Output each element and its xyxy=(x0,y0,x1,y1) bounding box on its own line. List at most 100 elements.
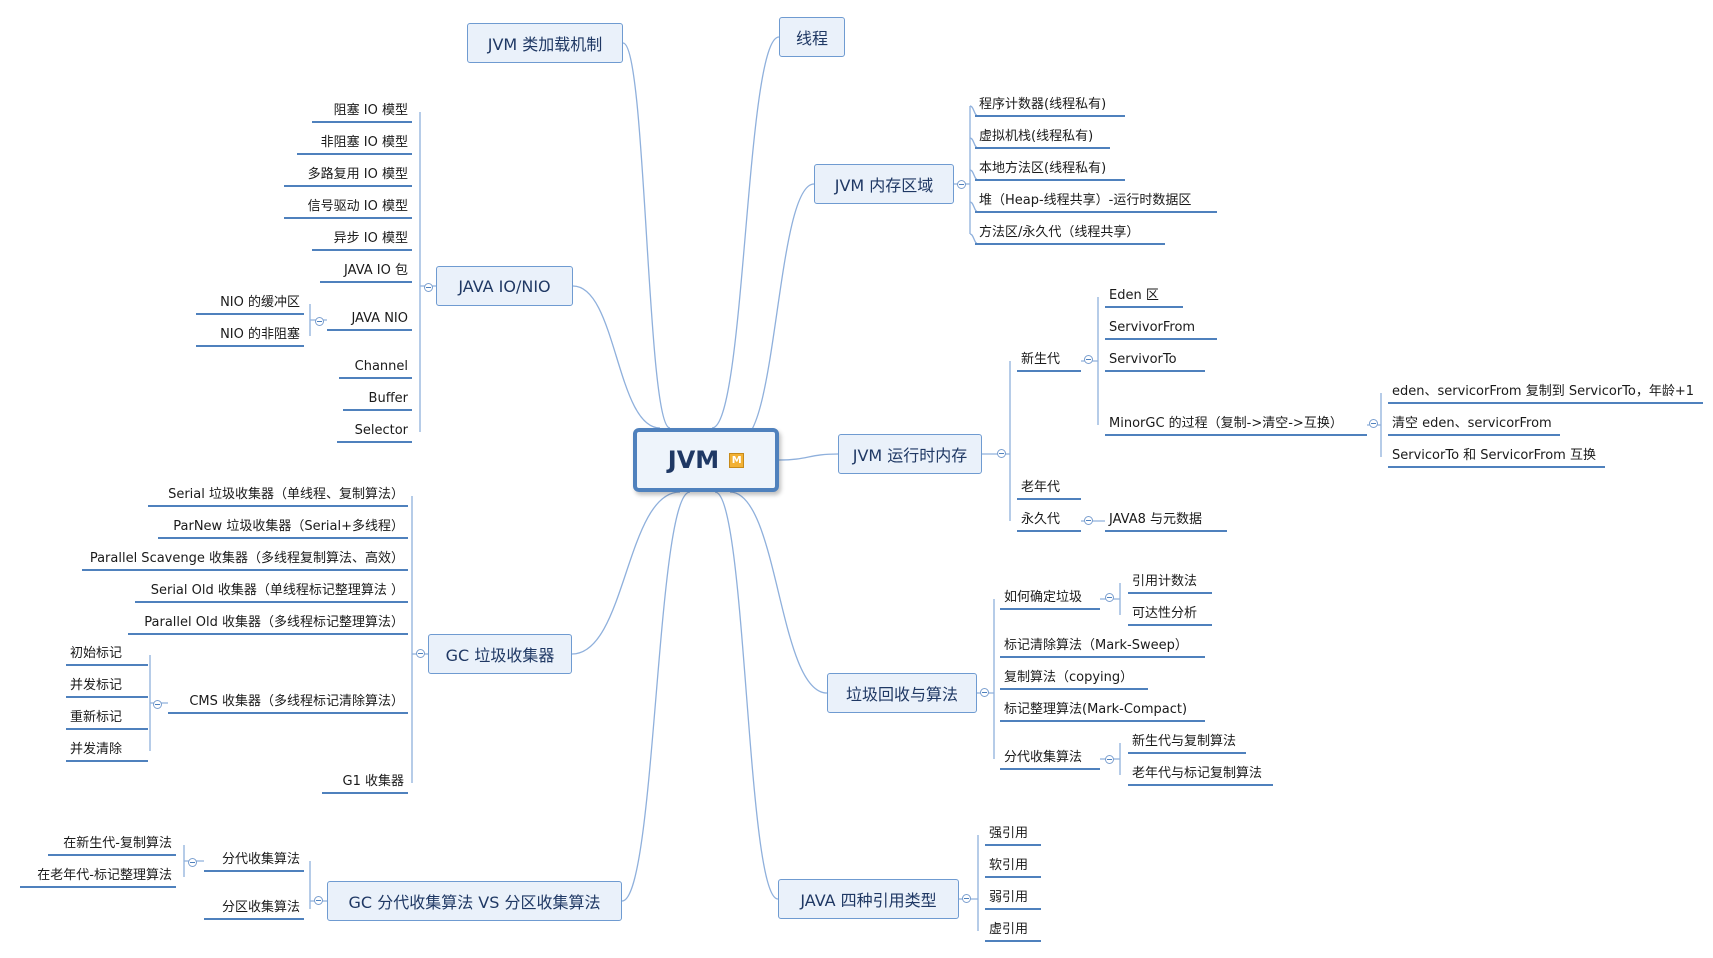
collapse-toggle-icon[interactable] xyxy=(314,896,323,905)
collapse-toggle-icon[interactable] xyxy=(1084,355,1093,364)
collapse-toggle-icon[interactable] xyxy=(1084,516,1093,525)
runtime-young-leaf[interactable]: Eden 区 xyxy=(1105,286,1183,308)
collapse-toggle-icon[interactable] xyxy=(416,649,425,658)
reference-leaf[interactable]: 虚引用 xyxy=(985,920,1041,942)
reference-leaf[interactable]: 强引用 xyxy=(985,824,1041,846)
io-leaf[interactable]: 非阻塞 IO 模型 xyxy=(297,133,412,155)
leaf-label: 堆（Heap-线程共享）-运行时数据区 xyxy=(979,193,1192,208)
io-leaf[interactable]: 阻塞 IO 模型 xyxy=(312,101,412,123)
collapse-toggle-icon[interactable] xyxy=(153,700,162,709)
topic-label: GC 垃圾收集器 xyxy=(445,646,555,665)
collector-cms[interactable]: CMS 收集器（多线程标记清除算法） xyxy=(168,692,408,714)
collapse-toggle-icon[interactable] xyxy=(1105,755,1114,764)
topic-io[interactable]: JAVA IO/NIO xyxy=(436,266,573,306)
algo-leaf[interactable]: 复制算法（copying） xyxy=(1000,668,1148,690)
io-leaf[interactable]: Selector xyxy=(337,421,412,443)
leaf-label: Buffer xyxy=(368,391,408,406)
collapse-toggle-icon[interactable] xyxy=(424,283,433,292)
algo-leaf[interactable]: 标记整理算法(Mark-Compact) xyxy=(1000,700,1205,722)
collapse-toggle-icon[interactable] xyxy=(315,317,324,326)
memory-leaf[interactable]: 本地方法区(线程私有) xyxy=(975,159,1125,181)
memory-leaf[interactable]: 程序计数器(线程私有) xyxy=(975,95,1125,117)
runtime-spine xyxy=(982,361,1011,521)
topic-runtime[interactable]: JVM 运行时内存 xyxy=(838,434,982,474)
collapse-toggle-icon[interactable] xyxy=(957,180,966,189)
io-leaf[interactable]: 异步 IO 模型 xyxy=(312,229,412,251)
algo-leaf[interactable]: 标记清除算法（Mark-Sweep） xyxy=(1000,636,1205,658)
collector-leaf[interactable]: Serial 垃圾收集器（单线程、复制算法） xyxy=(148,485,408,507)
memory-leaf[interactable]: 方法区/永久代（线程共享） xyxy=(975,223,1165,245)
leaf-label: eden、servicorFrom 复制到 ServicorTo，年龄+1 xyxy=(1392,384,1695,399)
io-leaf[interactable]: JAVA IO 包 xyxy=(320,261,412,283)
topic-thread[interactable]: 线程 xyxy=(779,17,845,57)
cms-leaf[interactable]: 重新标记 xyxy=(66,708,148,730)
io-leaf[interactable]: Buffer xyxy=(343,389,412,411)
io-leaf[interactable]: JAVA NIO xyxy=(327,309,412,331)
collector-leaf[interactable]: ParNew 垃圾收集器（Serial+多线程） xyxy=(158,517,408,539)
topic-gc-collectors[interactable]: GC 垃圾收集器 xyxy=(428,634,572,674)
algo-generational-leaf[interactable]: 老年代与标记复制算法 xyxy=(1128,764,1273,786)
collector-leaf[interactable]: Serial Old 收集器（单线程标记整理算法 ） xyxy=(135,581,408,603)
reference-leaf[interactable]: 软引用 xyxy=(985,856,1041,878)
algo-identify-leaf[interactable]: 引用计数法 xyxy=(1128,572,1212,594)
collapse-toggle-icon[interactable] xyxy=(997,449,1006,458)
runtime-perm-leaf[interactable]: JAVA8 与元数据 xyxy=(1105,510,1227,532)
algo-identify[interactable]: 如何确定垃圾 xyxy=(1000,588,1100,610)
leaf-label: CMS 收集器（多线程标记清除算法） xyxy=(189,694,404,709)
leaf-label: Selector xyxy=(354,423,408,438)
collapse-toggle-icon[interactable] xyxy=(188,858,197,867)
cms-leaf[interactable]: 并发清除 xyxy=(66,740,148,762)
topic-memory[interactable]: JVM 内存区域 xyxy=(814,164,954,204)
collector-leaf[interactable]: G1 收集器 xyxy=(322,772,408,794)
runtime-young-leaf[interactable]: ServivorTo xyxy=(1105,350,1205,372)
runtime-perm[interactable]: 永久代 xyxy=(1017,510,1081,532)
memory-leaf[interactable]: 虚拟机栈(线程私有) xyxy=(975,127,1110,149)
runtime-young-leaf[interactable]: ServivorFrom xyxy=(1105,318,1217,340)
algo-generational[interactable]: 分代收集算法 xyxy=(1000,748,1100,770)
topic-classloading[interactable]: JVM 类加载机制 xyxy=(467,23,623,63)
collapse-toggle-icon[interactable] xyxy=(1105,593,1114,602)
cms-leaf[interactable]: 初始标记 xyxy=(66,644,148,666)
compare-generational-leaf[interactable]: 在老年代-标记整理算法 xyxy=(20,866,176,888)
leaf-label: 初始标记 xyxy=(70,646,123,661)
compare-generational-leaf[interactable]: 在新生代-复制算法 xyxy=(48,834,176,856)
algo-identify-leaf[interactable]: 可达性分析 xyxy=(1128,604,1212,626)
leaf-label: 软引用 xyxy=(989,858,1029,873)
collector-leaf[interactable]: Parallel Scavenge 收集器（多线程复制算法、高效） xyxy=(82,549,408,571)
topic-gc-compare[interactable]: GC 分代收集算法 VS 分区收集算法 xyxy=(327,881,622,921)
runtime-minorgc[interactable]: MinorGC 的过程（复制->清空->互换） xyxy=(1105,414,1367,436)
collector-leaf[interactable]: Parallel Old 收集器（多线程标记整理算法） xyxy=(128,613,408,635)
compare-generational[interactable]: 分代收集算法 xyxy=(204,850,304,872)
io-leaf[interactable]: 信号驱动 IO 模型 xyxy=(284,197,412,219)
runtime-old[interactable]: 老年代 xyxy=(1017,478,1081,500)
collapse-toggle-icon[interactable] xyxy=(962,894,971,903)
leaf-label: Parallel Scavenge 收集器（多线程复制算法、高效） xyxy=(89,551,404,566)
collapse-toggle-icon[interactable] xyxy=(1369,419,1378,428)
collapse-toggle-icon[interactable] xyxy=(980,688,989,697)
leaf-label: 虚引用 xyxy=(989,922,1029,937)
topic-references[interactable]: JAVA 四种引用类型 xyxy=(778,879,959,919)
minorgc-leaf[interactable]: 清空 eden、servicorFrom xyxy=(1388,414,1560,436)
io-leaf[interactable]: Channel xyxy=(339,357,412,379)
connector-root-io xyxy=(572,285,661,429)
connector-root-classloading xyxy=(622,42,671,429)
root-node[interactable]: JVM M xyxy=(633,428,779,492)
connector-root-memory xyxy=(739,183,815,441)
runtime-young[interactable]: 新生代 xyxy=(1017,350,1081,372)
io-leaf[interactable]: 多路复用 IO 模型 xyxy=(284,165,412,187)
minorgc-leaf[interactable]: ServicorTo 和 ServicorFrom 互换 xyxy=(1388,446,1605,468)
topic-gc-algorithms[interactable]: 垃圾回收与算法 xyxy=(827,673,977,713)
memory-leaf[interactable]: 堆（Heap-线程共享）-运行时数据区 xyxy=(975,191,1217,213)
nio-leaf[interactable]: NIO 的非阻塞 xyxy=(196,325,304,347)
minorgc-leaf[interactable]: eden、servicorFrom 复制到 ServicorTo，年龄+1 xyxy=(1388,382,1703,404)
leaf-label: Parallel Old 收集器（多线程标记整理算法） xyxy=(144,615,404,630)
leaf-label: ServicorTo 和 ServicorFrom 互换 xyxy=(1392,448,1596,463)
io-spine xyxy=(419,112,436,432)
nio-leaf[interactable]: NIO 的缓冲区 xyxy=(196,293,304,315)
leaf-label: JAVA NIO xyxy=(351,311,408,326)
compare-region[interactable]: 分区收集算法 xyxy=(204,898,304,920)
cms-leaf[interactable]: 并发标记 xyxy=(66,676,148,698)
reference-leaf[interactable]: 弱引用 xyxy=(985,888,1041,910)
algo-generational-leaf[interactable]: 新生代与复制算法 xyxy=(1128,732,1246,754)
leaf-label: NIO 的缓冲区 xyxy=(220,295,300,310)
